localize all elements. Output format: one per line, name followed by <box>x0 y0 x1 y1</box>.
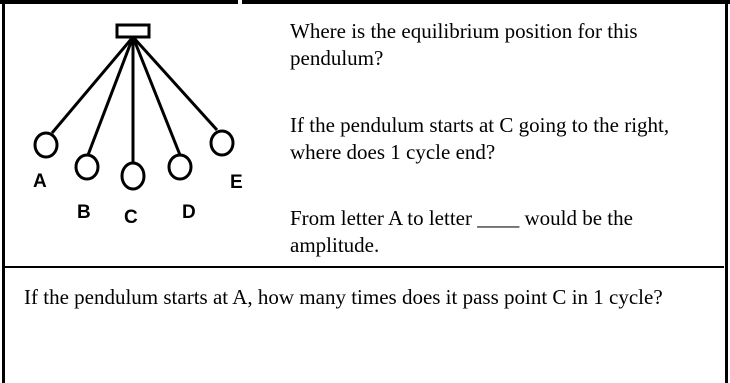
label-b: B <box>77 202 91 223</box>
question-passes: If the pendulum starts at A, how many ti… <box>24 285 663 309</box>
bob-a <box>33 131 59 159</box>
pendulum-diagram: A B C D E <box>33 23 243 228</box>
label-e: E <box>230 172 243 193</box>
question-cycle-end: If the pendulum starts at C going to the… <box>290 113 670 164</box>
bob-b <box>74 153 100 181</box>
worksheet-frame <box>2 3 728 383</box>
string-d <box>131 36 182 156</box>
string-a <box>50 36 135 134</box>
string-e <box>131 35 219 132</box>
question-amplitude: From letter A to letter ____ would be th… <box>290 206 633 257</box>
pivot-mount <box>115 23 151 39</box>
label-d: D <box>182 202 196 223</box>
bob-c <box>120 161 146 191</box>
bob-d <box>167 153 193 181</box>
label-c: C <box>124 207 138 228</box>
label-a: A <box>33 171 47 192</box>
top-border <box>0 0 730 4</box>
string-b <box>86 36 135 156</box>
bob-e <box>209 129 235 157</box>
section-divider <box>4 266 724 268</box>
question-equilibrium: Where is the equilibrium position for th… <box>290 19 638 70</box>
top-border-gap <box>238 0 242 4</box>
